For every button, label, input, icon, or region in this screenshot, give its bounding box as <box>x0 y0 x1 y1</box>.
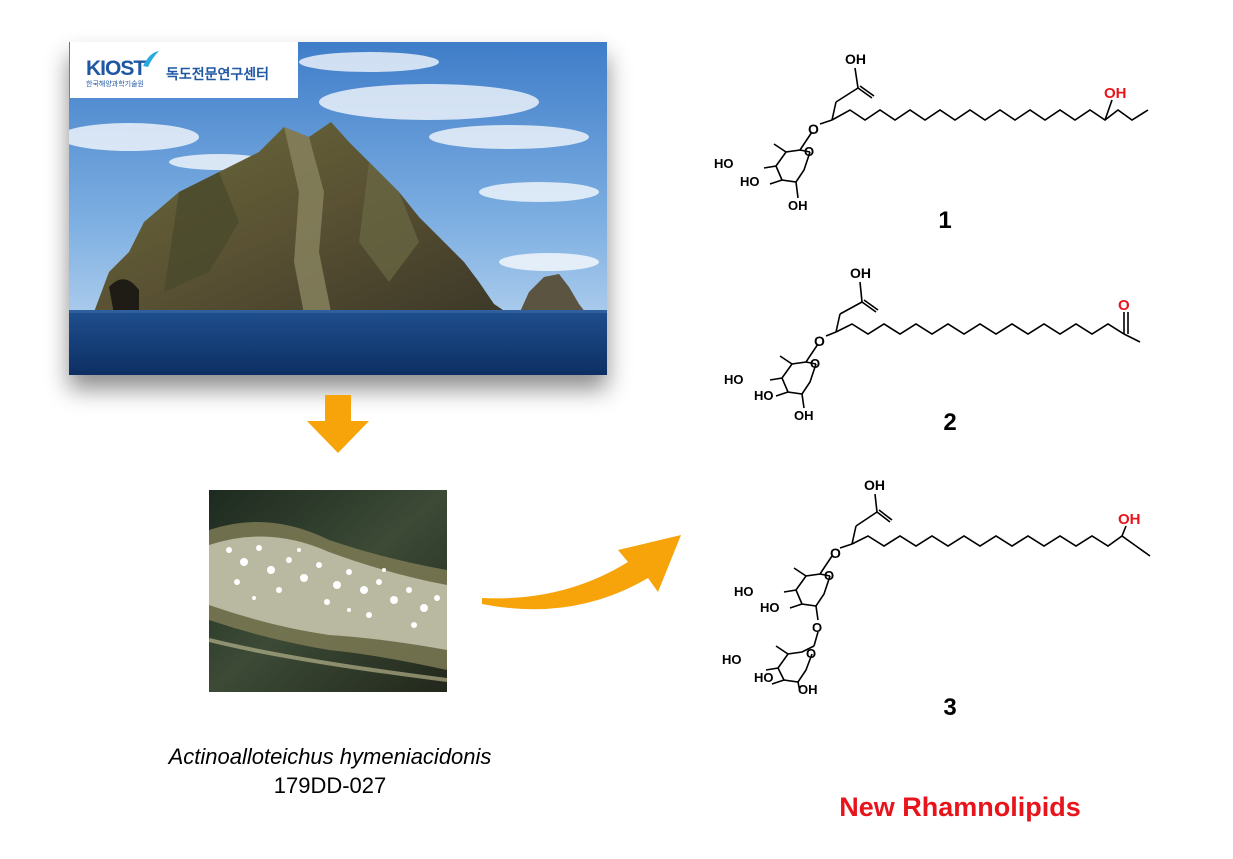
compound-2-terminal-o: O <box>1118 297 1130 314</box>
compound-1-structure: OH O O OH HO HO OH <box>714 51 1149 210</box>
compound-1-ho-2: HO <box>740 174 760 189</box>
compound-1-terminal-oh: OH <box>1104 85 1127 102</box>
compound-2-structure: OH O O O HO HO OH <box>724 265 1141 422</box>
down-arrow-icon <box>307 395 369 453</box>
compound-3-acid-oh: OH <box>864 477 885 493</box>
kiost-logo-subtitle: 한국해양과학기술원 <box>86 81 144 88</box>
colony-microscope-photo <box>209 490 447 692</box>
compound-3-link-o: O <box>812 620 822 635</box>
compound-1-number: 1 <box>938 207 952 234</box>
compound-3-oh-bottom: OH <box>798 682 818 695</box>
kiost-wave-icon <box>143 51 159 67</box>
compound-3-ring-o-1: O <box>824 568 834 583</box>
colony-image <box>209 490 447 692</box>
compound-3-ether-o: O <box>830 545 841 561</box>
kiost-logo-badge: KIOST 한국해양과학기술원 독도전문연구센터 <box>70 42 298 98</box>
compound-2-oh-bottom: OH <box>794 408 814 422</box>
compound-3-ring-o-2: O <box>806 646 816 661</box>
compound-1-oh-bottom: OH <box>788 198 808 210</box>
compound-3-terminal-oh: OH <box>1118 511 1141 528</box>
compound-1-ether-o: O <box>808 121 819 137</box>
kiost-logo-text: KIOST <box>86 57 146 80</box>
compound-3-ho-3: HO <box>722 652 742 667</box>
compound-3-structure: OH O O O O OH HO HO HO HO OH <box>722 477 1151 695</box>
new-rhamnolipids-title: New Rhamnolipids <box>839 792 1081 822</box>
compound-2-acid-oh: OH <box>850 265 871 281</box>
compound-3-ho-1: HO <box>734 584 754 599</box>
compound-2-ether-o: O <box>814 333 825 349</box>
island-image <box>69 42 607 375</box>
compound-3-ho-2: HO <box>760 600 780 615</box>
compound-2-ho-1: HO <box>724 372 744 387</box>
compound-2-ho-2: HO <box>754 388 774 403</box>
compound-3-number: 3 <box>943 694 957 721</box>
compound-1-acid-oh: OH <box>845 51 866 67</box>
strain-species-label: Actinoalloteichus hymeniacidonis <box>168 744 492 769</box>
strain-code-label: 179DD-027 <box>273 773 387 798</box>
dokdo-island-photo <box>69 42 607 375</box>
compound-1-ring-o: O <box>804 144 814 159</box>
compound-2-number: 2 <box>943 409 957 436</box>
compound-2-ring-o: O <box>810 356 820 371</box>
curved-arrow-icon <box>482 535 681 610</box>
compound-1-ho-1: HO <box>714 156 734 171</box>
research-center-name: 독도전문연구센터 <box>166 66 270 82</box>
compound-3-ho-4: HO <box>754 670 774 685</box>
